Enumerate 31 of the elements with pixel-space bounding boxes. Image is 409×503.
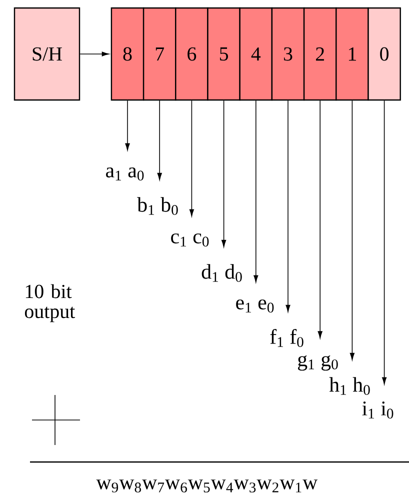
bit-pair-label: a$_{1}$ a$_{0}$ — [106, 167, 144, 181]
arrow — [222, 100, 226, 248]
register-cell: 3 — [271, 7, 305, 101]
arrow — [189, 100, 194, 216]
register-cell: 4 — [239, 7, 273, 101]
register-cell: 6 — [175, 7, 208, 101]
sample-hold-box: S/H — [14, 7, 80, 101]
register-cell: 5 — [207, 7, 240, 101]
register-cell: 7 — [142, 7, 176, 101]
sum-label: w$_{9}$w$_{8}$w$_{7}$w$_{6}$w$_{5}$w$_{4}$w$_{3}$w$_{2}$w$_{1}$w — [96, 480, 318, 492]
arrow — [350, 100, 354, 360]
register-cell: 1 — [336, 7, 369, 101]
output-label: 10 bit output — [24, 284, 75, 322]
arrow — [80, 52, 110, 56]
bit-pair-label: h$_{1}$ h$_{0}$ — [329, 377, 370, 395]
arrow — [254, 100, 258, 282]
arrow — [125, 100, 130, 150]
arrow — [286, 100, 290, 312]
bit-pair-label: i$_{1}$ i$_{0}$ — [362, 401, 394, 419]
bit-pair-label: b$_{1}$ b$_{0}$ — [137, 197, 178, 215]
bit-pair-label: g$_{1}$ g$_{0}$ — [298, 355, 338, 371]
register-cell: 2 — [303, 7, 337, 101]
bit-pair-label: d$_{1}$ d$_{0}$ — [202, 264, 242, 282]
arrow — [382, 100, 387, 384]
arrow — [318, 100, 322, 338]
register-cell: 0 — [368, 7, 401, 101]
bit-pair-label: c$_{1}$ c$_{0}$ — [171, 233, 209, 247]
register-cell: 8 — [110, 7, 144, 101]
bit-pair-label: f$_{1}$ f$_{0}$ — [270, 329, 304, 347]
bit-pair-label: e$_{1}$ e$_{0}$ — [236, 299, 274, 313]
arrow — [157, 100, 162, 180]
